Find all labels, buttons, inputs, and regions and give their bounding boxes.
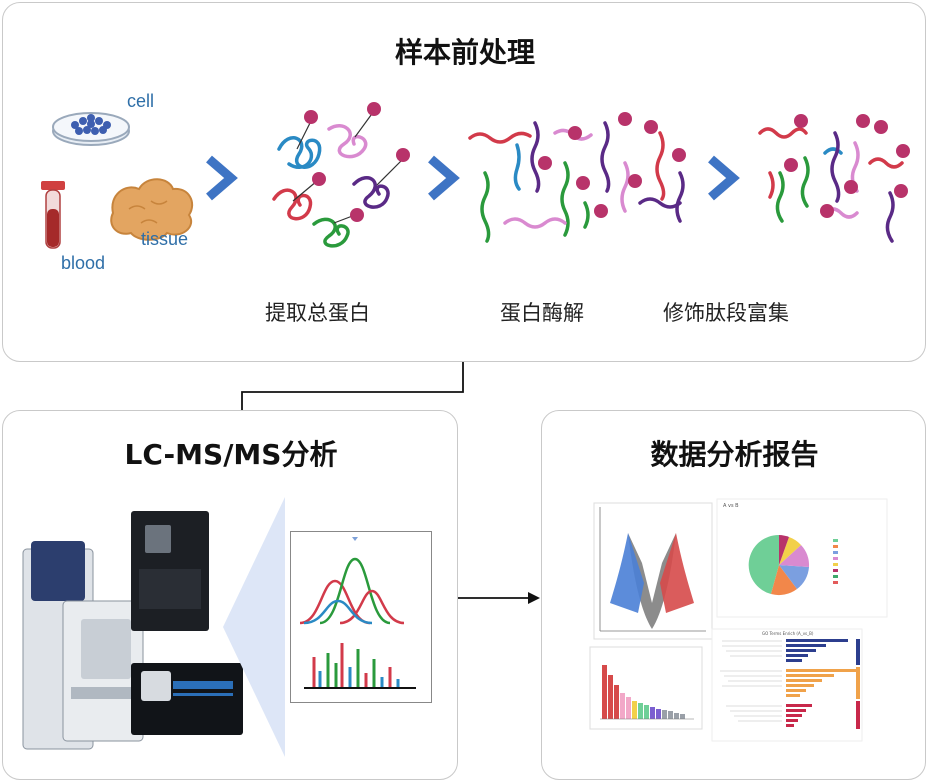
go-enrichment-thumbnail: GO Terms Enrich (A_vs_B): [711, 628, 863, 742]
volcano-plot-thumbnail: [593, 502, 713, 640]
digested-peptides-illustration: [468, 112, 686, 243]
sample-sources: [41, 112, 194, 249]
data-analysis-panel: 数据分析报告 A vs B: [541, 410, 926, 780]
tissue-label: tissue: [141, 229, 189, 249]
enriched-peptides-illustration: [758, 114, 910, 243]
step-enzymatic-digestion: 蛋白酶解: [500, 301, 584, 325]
flow-arrow-right: [458, 592, 540, 604]
sample-prep-panel: 样本前处理 cell tissue blood: [2, 2, 926, 362]
chevron-right-icon: [708, 155, 740, 201]
chevron-right-icon: [206, 155, 238, 201]
data-analysis-title: 数据分析报告: [650, 438, 819, 471]
mass-spectrometer-illustration: [22, 511, 243, 750]
lcms-title: LC-MS/MS分析: [124, 438, 338, 471]
go-chart-title: GO Terms Enrich (A_vs_B): [762, 631, 814, 636]
pie-chart-title: A vs B: [723, 503, 739, 509]
chevron-right-icon: [428, 155, 460, 201]
bar-chart-thumbnail: [589, 646, 703, 730]
chromatogram-illustration: [299, 537, 416, 689]
sample-prep-title: 样本前处理: [394, 36, 535, 69]
step-extract-protein: 提取总蛋白: [265, 301, 370, 325]
lcms-panel: LC-MS/MS分析: [2, 410, 458, 780]
step-peptide-enrichment: 修饰肽段富集: [663, 301, 789, 325]
petri-dish-icon: [52, 112, 130, 146]
folded-proteins-illustration: [272, 102, 410, 248]
blood-tube-icon: [41, 181, 65, 249]
cell-label: cell: [127, 91, 155, 111]
pie-chart-thumbnail: A vs B: [716, 498, 888, 618]
spotlight-beam: [223, 497, 285, 757]
blood-label: blood: [61, 253, 106, 273]
tissue-icon: [110, 178, 194, 241]
